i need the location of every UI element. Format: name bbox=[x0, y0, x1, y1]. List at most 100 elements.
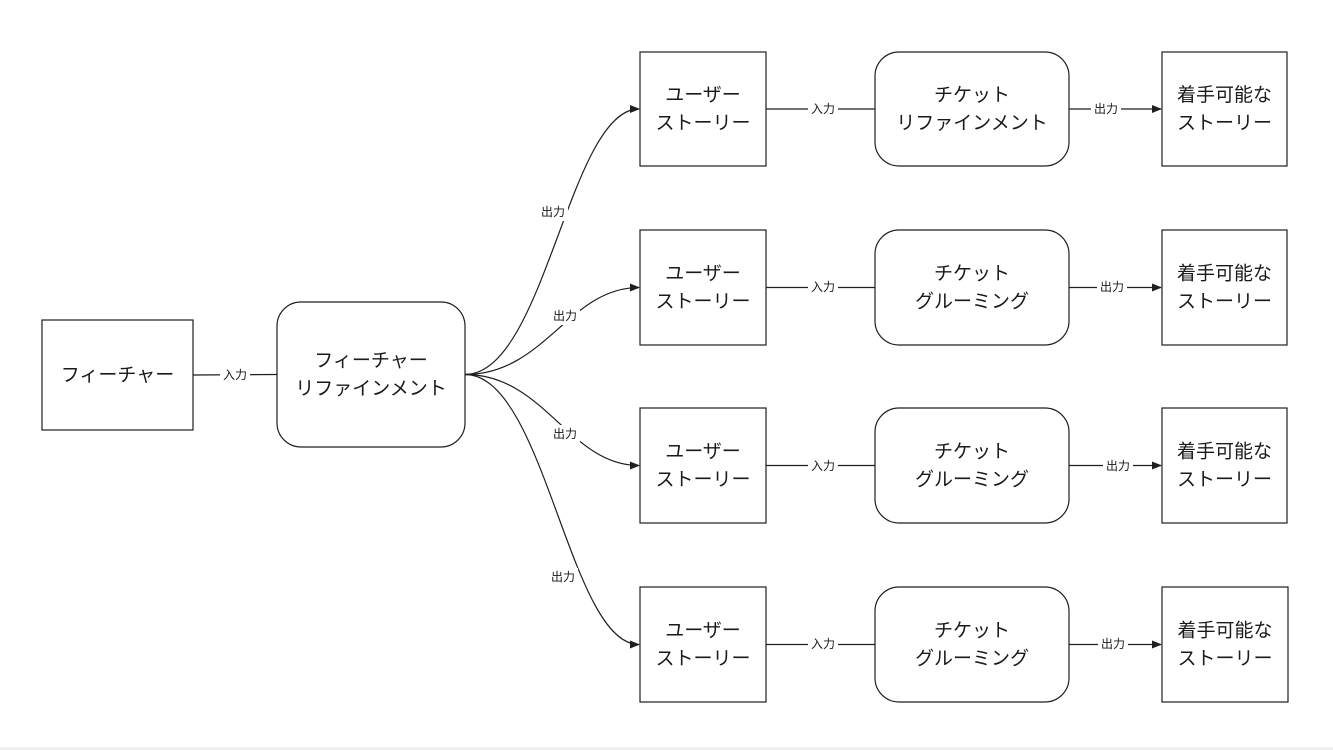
edge-line bbox=[464, 373, 640, 649]
edge-label-background bbox=[808, 635, 838, 653]
edge-label: 出力 bbox=[1101, 637, 1125, 651]
edge-label: 出力 bbox=[1094, 102, 1118, 116]
edge-label-background bbox=[1097, 278, 1127, 296]
node-label-line: 着手可能な bbox=[1177, 263, 1272, 285]
edge-ticket-1-to-ready-1: 出力 bbox=[1069, 100, 1162, 118]
edge-label: 出力 bbox=[541, 205, 565, 219]
node-label-line: ユーザー bbox=[665, 263, 741, 285]
edge-line bbox=[464, 373, 640, 470]
edge-feature-refinement-to-story-1: 出力 bbox=[464, 105, 640, 376]
node-label-line: 着手可能な bbox=[1177, 441, 1272, 463]
edge-story-4-to-ticket-4: 入力 bbox=[766, 635, 875, 653]
edge-label: 出力 bbox=[551, 570, 575, 584]
node-label-line: ストーリー bbox=[1177, 112, 1272, 134]
edge-label-background bbox=[538, 203, 568, 221]
node-label-line: ストーリー bbox=[655, 291, 750, 313]
edge-label: 入力 bbox=[811, 459, 835, 473]
node-label-line: リファインメント bbox=[896, 112, 1047, 134]
bottom-scroll-edge bbox=[0, 747, 1333, 750]
edge-label-background bbox=[808, 278, 838, 296]
node-label-line: ストーリー bbox=[1177, 469, 1272, 491]
node-label-line: グルーミング bbox=[915, 469, 1029, 491]
node-label-line: ユーザー bbox=[665, 620, 741, 642]
process-box bbox=[874, 407, 1070, 524]
nodes-layer: フィーチャーフィーチャーリファインメントユーザーストーリーユーザーストーリーユー… bbox=[41, 51, 1289, 703]
process-box bbox=[276, 301, 466, 448]
edge-ticket-2-to-ready-2: 出力 bbox=[1069, 278, 1162, 296]
edge-label: 出力 bbox=[553, 309, 577, 323]
edge-label-background bbox=[1098, 635, 1128, 653]
edge-label: 入力 bbox=[811, 637, 835, 651]
artifact-box bbox=[639, 407, 767, 524]
node-label-line: チケット bbox=[934, 84, 1010, 106]
node-label-line: フィーチャー bbox=[314, 350, 427, 372]
edge-story-2-to-ticket-2: 入力 bbox=[766, 278, 875, 296]
node-label-line: 着手可能な bbox=[1177, 620, 1272, 642]
edge-label-background bbox=[808, 100, 838, 118]
edge-feature-refinement-to-story-4: 出力 bbox=[464, 373, 640, 649]
edge-feature-to-feature-refinement: 入力 bbox=[192, 366, 278, 384]
edge-label-background bbox=[548, 568, 578, 586]
edge-feature-refinement-to-story-3: 出力 bbox=[464, 373, 640, 470]
node-label-line: ストーリー bbox=[655, 112, 750, 134]
node-label-line: ストーリー bbox=[1177, 648, 1272, 670]
edge-label-background bbox=[220, 366, 250, 384]
node-label-line: ストーリー bbox=[655, 648, 750, 670]
edge-ticket-4-to-ready-4: 出力 bbox=[1069, 635, 1162, 653]
node-label-line: グルーミング bbox=[915, 291, 1029, 313]
edge-label-background bbox=[1103, 457, 1133, 475]
edge-label: 出力 bbox=[1100, 280, 1124, 294]
artifact-box bbox=[41, 319, 194, 431]
artifact-box bbox=[1161, 407, 1288, 524]
node-label-line: ストーリー bbox=[655, 469, 750, 491]
artifact-box bbox=[1161, 229, 1288, 346]
edge-label-background bbox=[550, 307, 580, 325]
node-label-line: 着手可能な bbox=[1177, 84, 1272, 106]
node-label-line: グルーミング bbox=[915, 648, 1029, 670]
node-label-line: チケット bbox=[934, 620, 1010, 642]
node-label-line: リファインメント bbox=[295, 378, 446, 400]
edge-label-background bbox=[1091, 100, 1121, 118]
edge-line bbox=[464, 283, 640, 376]
node-label-line: ユーザー bbox=[665, 84, 741, 106]
edge-story-1-to-ticket-1: 入力 bbox=[766, 100, 875, 118]
edge-feature-refinement-to-story-2: 出力 bbox=[464, 283, 640, 376]
artifact-box bbox=[639, 229, 767, 346]
artifact-box bbox=[1161, 51, 1288, 167]
artifact-box bbox=[639, 51, 767, 167]
node-label-line: フィーチャー bbox=[61, 364, 174, 386]
process-box bbox=[874, 586, 1070, 703]
edge-label: 出力 bbox=[553, 427, 577, 441]
process-box bbox=[874, 229, 1070, 346]
edge-label: 出力 bbox=[1106, 459, 1130, 473]
edge-ticket-3-to-ready-3: 出力 bbox=[1069, 457, 1162, 475]
edge-line bbox=[464, 105, 640, 376]
edge-story-3-to-ticket-3: 入力 bbox=[766, 457, 875, 475]
edge-label-background bbox=[550, 425, 580, 443]
node-label-line: チケット bbox=[934, 263, 1010, 285]
edge-label: 入力 bbox=[811, 102, 835, 116]
artifact-box bbox=[639, 586, 767, 703]
node-feature: フィーチャー bbox=[41, 319, 194, 431]
node-label-line: チケット bbox=[934, 441, 1010, 463]
artifact-box bbox=[1161, 586, 1289, 703]
edge-label: 入力 bbox=[223, 368, 247, 382]
process-box bbox=[874, 51, 1070, 167]
node-label-line: ストーリー bbox=[1177, 291, 1272, 313]
edge-label-background bbox=[808, 457, 838, 475]
